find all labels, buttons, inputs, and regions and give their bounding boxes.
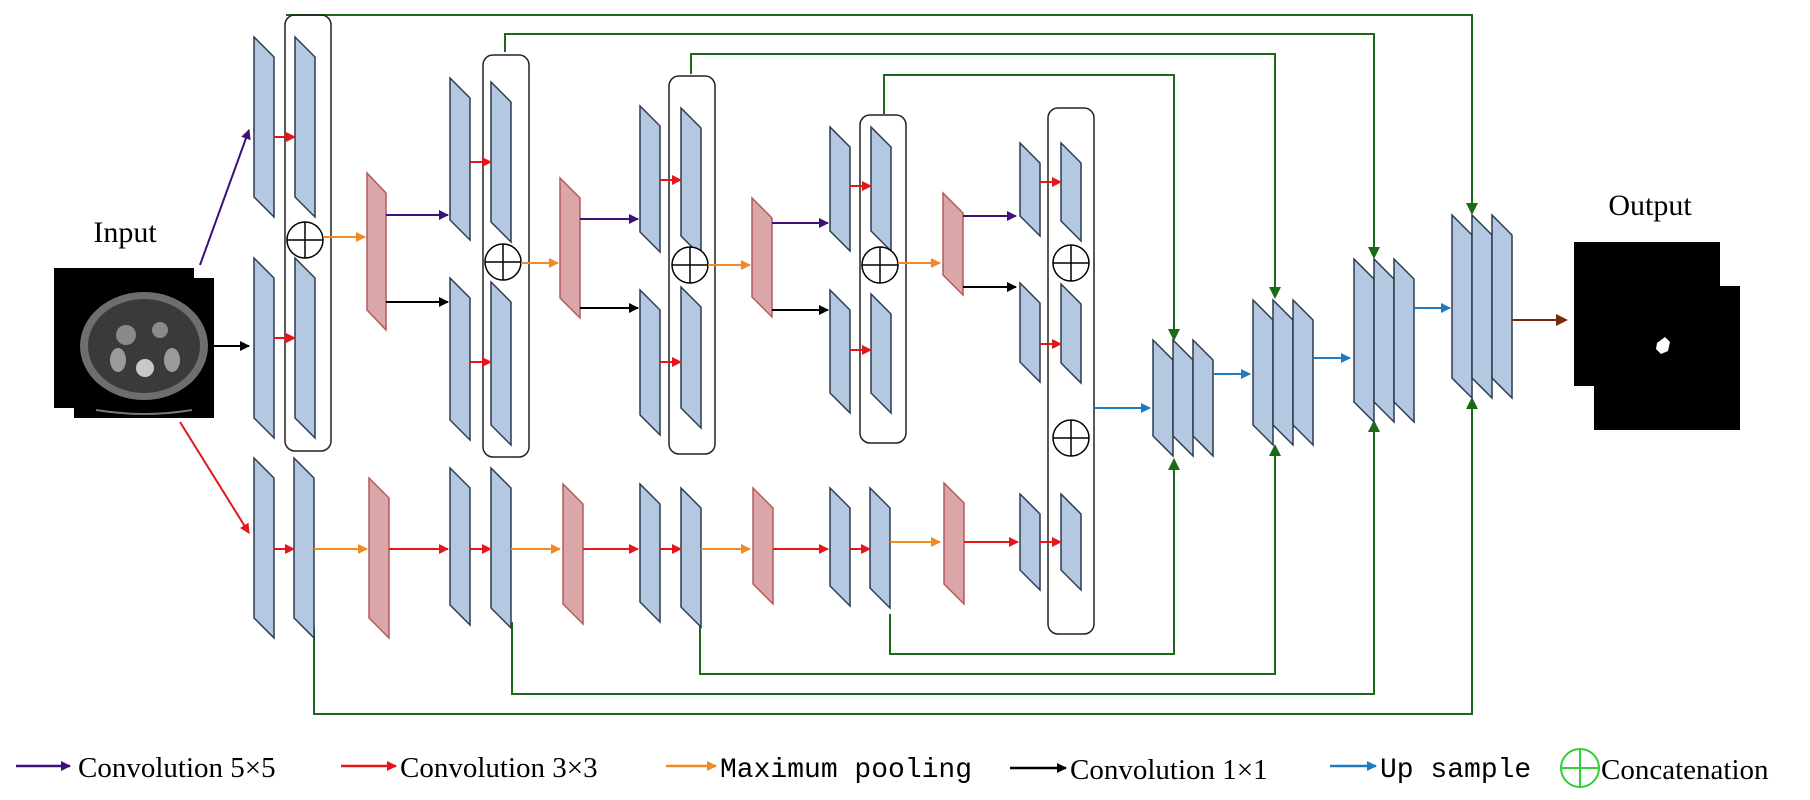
feature-map — [449, 276, 471, 442]
feature-map — [680, 106, 702, 258]
feature-map — [870, 125, 892, 253]
legend-item-pool: Maximum pooling — [666, 755, 972, 786]
concat-group-box — [859, 114, 907, 444]
skip-connection — [889, 458, 1180, 655]
feature-map — [253, 256, 275, 440]
feature-map — [1019, 492, 1041, 592]
feature-map — [490, 80, 512, 244]
feature-map — [829, 486, 851, 608]
concat-symbol — [861, 246, 899, 284]
legend-item-conv3: Convolution 3×3 — [341, 752, 598, 784]
output-label: Output — [1608, 189, 1692, 222]
skip-connection — [511, 420, 1380, 695]
pooling-layer — [942, 191, 964, 297]
concat-group-box — [284, 14, 332, 452]
skip-connection — [690, 53, 1281, 299]
skip-connection — [286, 14, 1478, 215]
feature-map — [639, 288, 661, 437]
legend-label: Up sample — [1380, 755, 1531, 786]
feature-map — [639, 482, 661, 624]
legend-label: Convolution 3×3 — [400, 752, 598, 784]
feature-map — [1019, 281, 1041, 384]
feature-map — [639, 104, 661, 254]
pooling-layer — [368, 476, 390, 640]
concat-symbol — [671, 246, 709, 284]
feature-map — [680, 486, 702, 629]
pooling-layer — [943, 481, 965, 606]
feature-map — [490, 280, 512, 447]
feature-map — [294, 35, 316, 219]
pooling-layer — [752, 486, 774, 606]
concat-symbol — [1052, 244, 1090, 282]
feature-map — [490, 466, 512, 630]
output-mask-stack — [1574, 242, 1740, 430]
feature-map — [1060, 282, 1082, 385]
feature-map — [253, 35, 275, 219]
concat-group-box — [1047, 107, 1095, 635]
feature-map — [294, 256, 316, 440]
pooling-layer — [366, 171, 387, 332]
decoder-block — [1252, 298, 1314, 447]
feature-map — [680, 285, 702, 430]
skip-connection — [883, 74, 1180, 341]
concat-group-box — [482, 54, 530, 458]
concat-symbol — [286, 221, 324, 259]
pooling-layer — [751, 196, 773, 319]
legend-label: Maximum pooling — [720, 755, 972, 786]
feature-map — [253, 456, 275, 640]
feature-map — [869, 486, 891, 610]
decoder-block — [1451, 213, 1513, 400]
concat-symbol — [1052, 419, 1090, 457]
conv3-arrow — [179, 421, 250, 534]
legend-item-concat: Concatenation — [1560, 748, 1769, 788]
pooling-layer — [559, 176, 581, 320]
conv5-arrow — [199, 129, 251, 266]
legend-item-up: Up sample — [1330, 755, 1531, 786]
legend-item-conv1: Convolution 1×1 — [1010, 754, 1268, 786]
input-label: Input — [93, 216, 157, 249]
feature-map — [1019, 141, 1041, 238]
feature-map — [1060, 492, 1082, 592]
legend-label: Concatenation — [1601, 754, 1769, 786]
skip-connections — [286, 14, 1478, 715]
decoder-block — [1152, 338, 1214, 458]
concat-symbol — [484, 243, 522, 281]
skip-connection — [504, 33, 1380, 259]
feature-map — [1060, 141, 1082, 243]
pooling-layer — [562, 482, 584, 626]
skip-connection — [313, 397, 1478, 715]
legend-item-conv5: Convolution 5×5 — [16, 752, 276, 784]
input-image-stack — [54, 268, 214, 418]
decoder-block — [1353, 257, 1415, 424]
skip-connection — [699, 444, 1281, 675]
feature-map — [870, 292, 892, 415]
feature-map — [293, 456, 315, 640]
feature-map — [449, 76, 471, 242]
feature-map — [829, 288, 851, 415]
feature-map — [829, 125, 851, 253]
feature-map — [449, 466, 471, 627]
legend-label: Convolution 1×1 — [1070, 754, 1268, 786]
concat-legend-icon — [1560, 748, 1600, 788]
legend-label: Convolution 5×5 — [78, 752, 276, 784]
legend: Convolution 5×5 Convolution 3×3 Maximum … — [16, 748, 1769, 788]
